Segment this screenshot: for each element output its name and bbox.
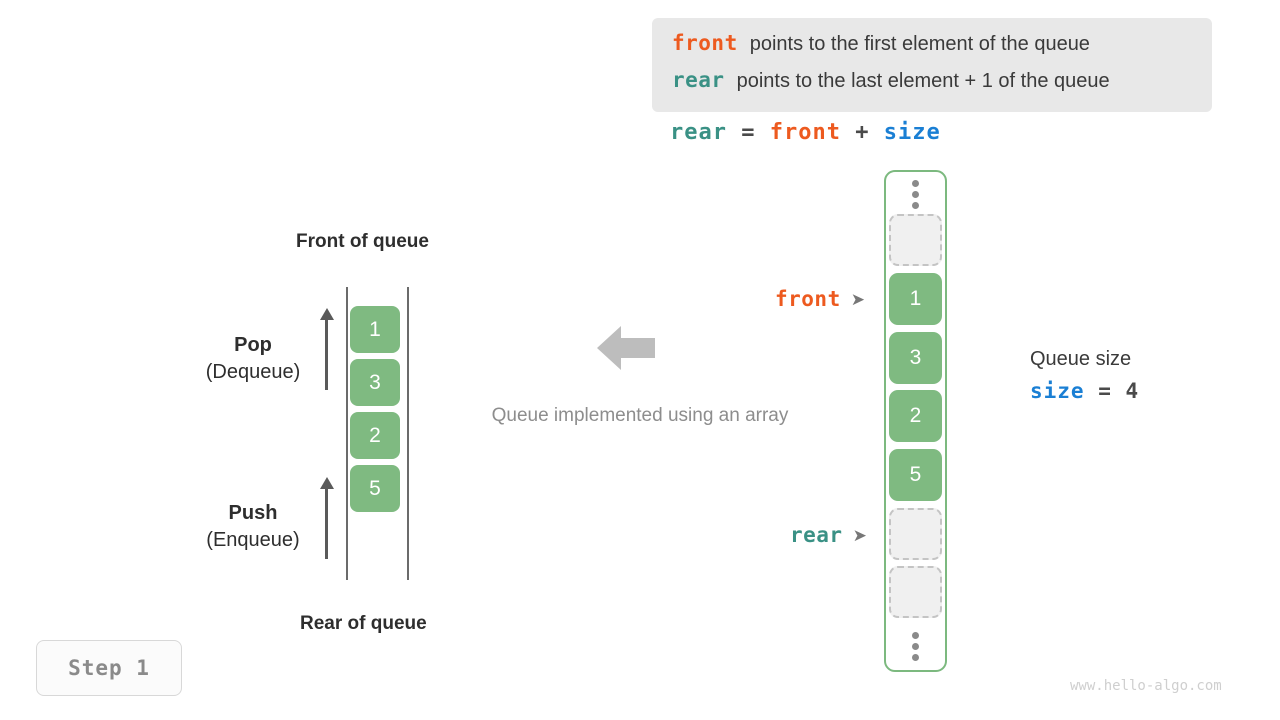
formula-lhs: rear [670,120,727,145]
legend-box: front points to the first element of the… [652,18,1212,112]
queue-cell: 2 [350,412,400,459]
formula-rhs-size: size [883,120,941,145]
queue-size-block: Queue size size = 4 [1030,344,1139,408]
pop-label-alias: (Dequeue) [205,361,301,383]
legend-row-rear: rear points to the last element + 1 of t… [672,68,1192,105]
legend-text-rear: points to the last element + 1 of the qu… [736,70,1110,92]
formula-line: rear = front + size [670,120,941,145]
front-pointer: front ➤ [775,287,865,311]
pop-operation-label: Pop (Dequeue) [178,332,328,386]
array-slot-filled: 1 [889,273,942,325]
left-arrow-icon [597,326,655,370]
queue-size-expression: size = 4 [1030,374,1139,408]
formula-equals: = [741,120,756,145]
push-arrow-icon [319,477,334,559]
queue-rail-left [346,287,348,580]
ellipsis-top-icon [911,180,920,209]
push-operation-label: Push (Enqueue) [178,500,328,554]
legend-row-front: front points to the first element of the… [672,31,1192,68]
formula-plus: + [855,120,870,145]
front-pointer-label: front [775,287,841,311]
array-slot-filled: 2 [889,390,942,442]
ellipsis-bottom-icon [911,632,920,661]
pop-arrow-icon [319,308,334,390]
array-slot-empty [889,214,942,266]
watermark: www.hello-algo.com [1070,678,1222,694]
legend-text-front: points to the first element of the queue [749,33,1090,55]
queue-cell: 5 [350,465,400,512]
array-slot-filled: 5 [889,449,942,501]
pop-label-main: Pop [234,334,272,356]
front-pointer-arrow-icon: ➤ [850,289,865,309]
size-equals: = [1098,379,1112,403]
queue-cell: 1 [350,306,400,353]
rear-pointer: rear ➤ [790,523,867,547]
push-label-alias: (Enqueue) [206,529,300,551]
formula-rhs-front: front [769,120,841,145]
queue-cell: 3 [350,359,400,406]
rear-pointer-label: rear [790,523,843,547]
size-value: 4 [1125,379,1140,403]
array-slot-filled: 3 [889,332,942,384]
legend-keyword-front: front [672,31,738,55]
center-caption: Queue implemented using an array [491,405,789,426]
step-badge: Step 1 [36,640,182,696]
legend-keyword-rear: rear [672,68,725,92]
size-variable: size [1030,379,1085,403]
front-of-queue-label: Front of queue [296,231,429,252]
queue-rail-right [407,287,409,580]
push-label-main: Push [228,502,278,524]
rear-pointer-arrow-icon: ➤ [852,525,867,545]
array-slot-empty [889,508,942,560]
array-slot-empty [889,566,942,618]
queue-size-title: Queue size [1030,348,1132,370]
rear-of-queue-label: Rear of queue [300,613,427,634]
